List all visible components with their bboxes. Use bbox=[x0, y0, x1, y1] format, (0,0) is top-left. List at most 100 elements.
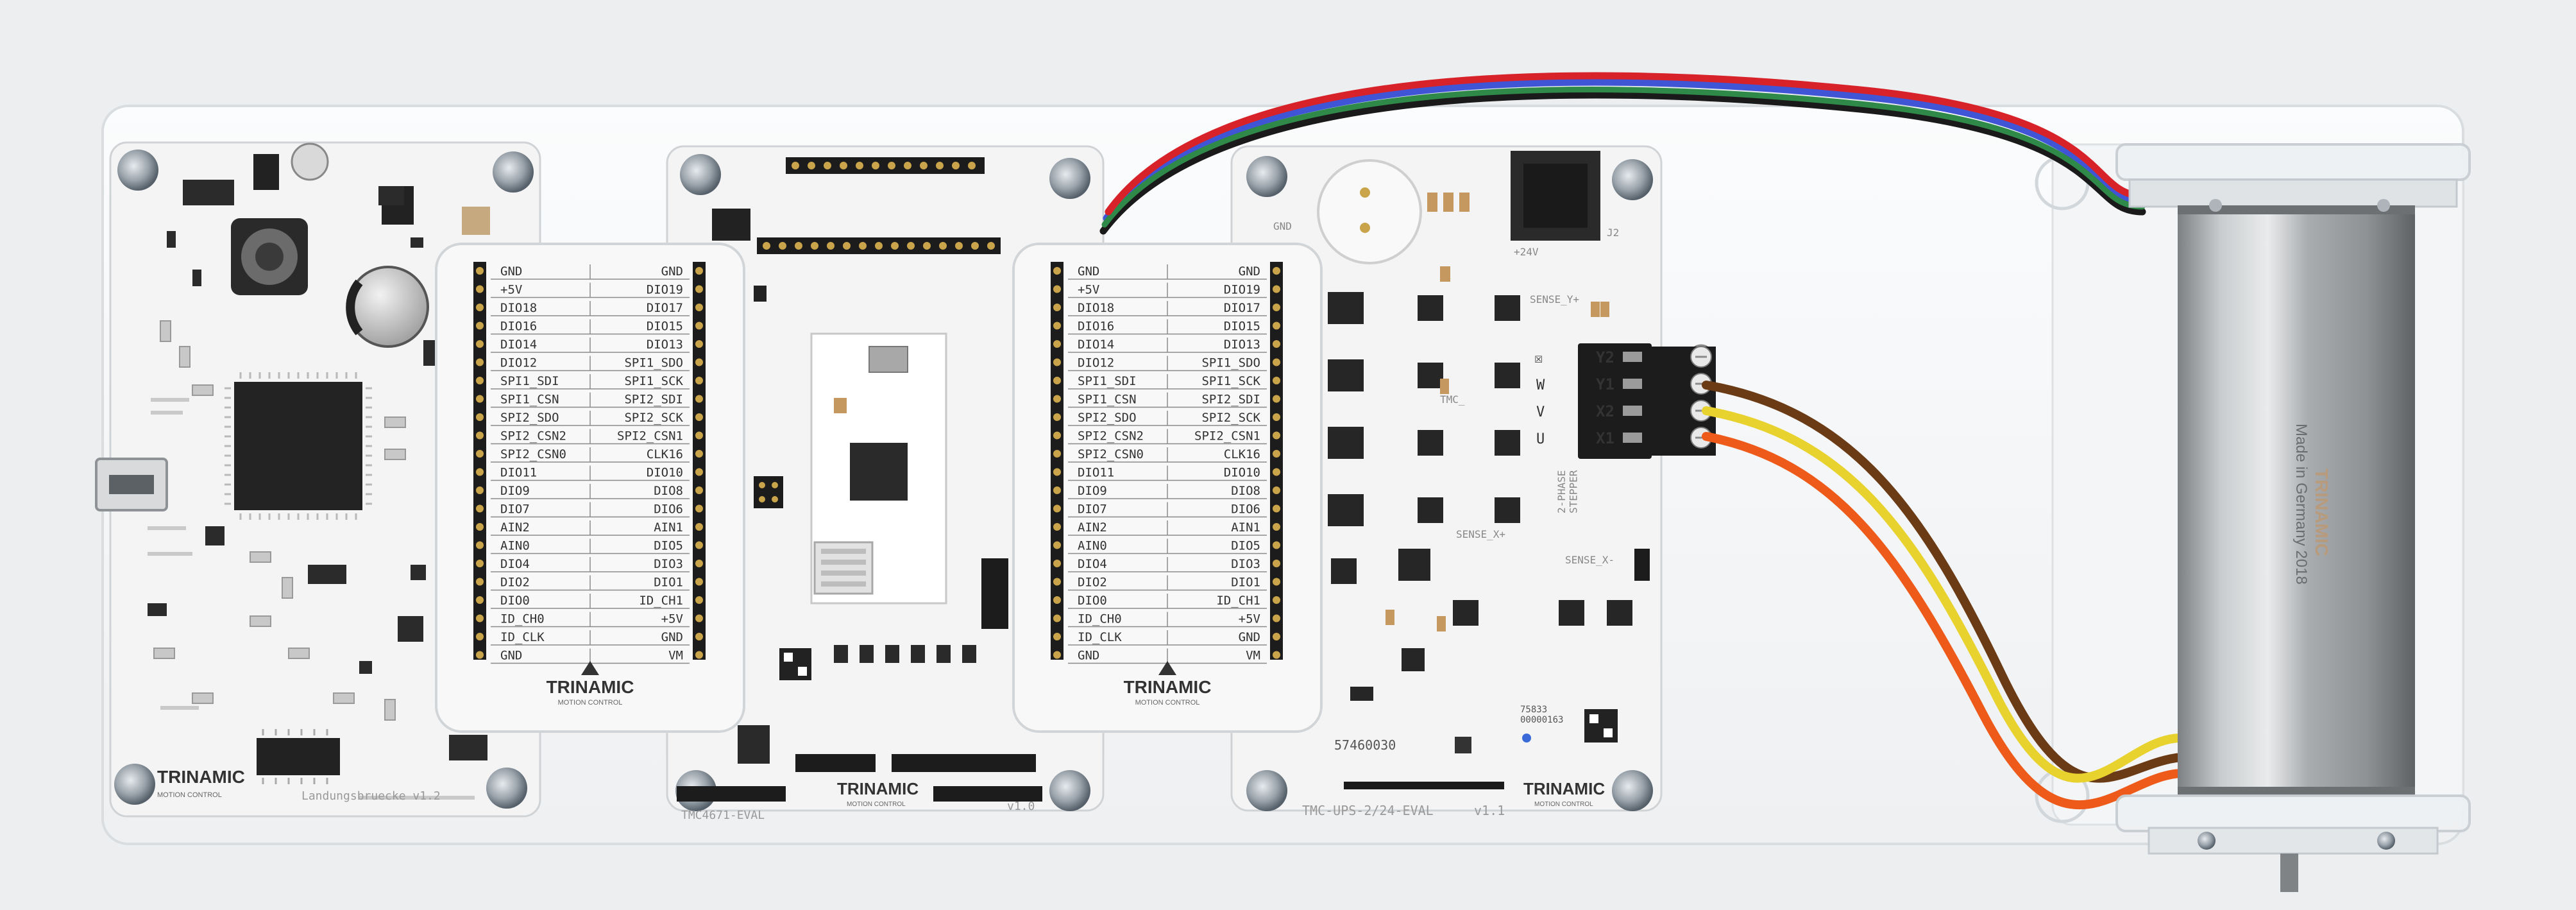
jumper bbox=[1634, 549, 1650, 581]
buzzer bbox=[1317, 159, 1422, 264]
adapter-pin-label-left: SPI2_SDO bbox=[500, 411, 559, 425]
adapter-pin-label-right: GND bbox=[1239, 264, 1260, 279]
header-pin bbox=[1053, 377, 1061, 384]
screw bbox=[1246, 770, 1287, 811]
header-pin bbox=[1273, 377, 1280, 384]
screw bbox=[1246, 156, 1287, 197]
adapter-pin-label-left: DIO12 bbox=[500, 356, 537, 370]
header-pin bbox=[1053, 560, 1061, 567]
adapter-pin-label-left: SPI2_CSN0 bbox=[500, 447, 566, 461]
adapter-pin-label-left: SPI1_SDI bbox=[500, 374, 559, 388]
adapter-pin-label-left: DIO14 bbox=[1078, 338, 1114, 352]
pin-header bbox=[892, 754, 1036, 772]
ups-sense-x2: SENSE_X- bbox=[1565, 554, 1614, 566]
header-pin bbox=[476, 560, 484, 567]
header-pin bbox=[1053, 486, 1061, 494]
header-pin bbox=[476, 504, 484, 513]
motor-label: TRINAMIC Made in Germany 2018 bbox=[2292, 424, 2332, 585]
encoder-cable-3wire bbox=[1702, 381, 2185, 810]
header-pin bbox=[695, 450, 703, 458]
adapter-brand-sub: MOTION CONTROL bbox=[558, 699, 623, 707]
adapter-pin-label-left: AIN2 bbox=[1078, 520, 1107, 535]
adapter-pin-label-right: DIO15 bbox=[1224, 320, 1260, 334]
adapter-pin-label-right: DIO10 bbox=[1224, 466, 1260, 480]
adapter-pin-label-right: DIO13 bbox=[647, 338, 683, 352]
header-pin bbox=[476, 614, 484, 622]
ups-tmc-label: TMC_ bbox=[1440, 393, 1465, 406]
adapter-pin-label-right: AIN1 bbox=[1231, 520, 1260, 535]
motor-label-made-in: Made in Germany 2018 bbox=[2292, 424, 2310, 585]
header-pin bbox=[476, 304, 484, 311]
adapter-pin-label-right: DIO1 bbox=[654, 576, 683, 590]
header-pin bbox=[1273, 541, 1280, 549]
header-pin bbox=[476, 340, 484, 348]
screw bbox=[117, 150, 158, 191]
adapter-pin-label-right: SPI2_CSN1 bbox=[617, 429, 683, 443]
adapter-pin-label-left: DIO18 bbox=[1078, 301, 1114, 315]
adapter-pin-label-right: VM bbox=[668, 649, 683, 663]
adapter-pin-label-right: DIO19 bbox=[647, 283, 683, 297]
header-pin bbox=[695, 560, 703, 567]
electrolytic-capacitor bbox=[347, 266, 429, 348]
adapter-pin-label-left: SPI2_SDO bbox=[1078, 411, 1137, 425]
adapter-brand: TRINAMIC bbox=[547, 677, 634, 697]
header-pin bbox=[1053, 431, 1061, 440]
terminal-pin-y1: Y1 bbox=[1596, 375, 1614, 393]
adapter-pin-label-right: ID_CH1 bbox=[639, 594, 683, 608]
header-pin bbox=[476, 267, 484, 275]
header-pin bbox=[1053, 413, 1061, 421]
qr-code bbox=[1584, 709, 1618, 743]
header-pin bbox=[1053, 614, 1061, 622]
screw bbox=[1612, 770, 1653, 811]
adapter-pin-label-right: SPI1_SDO bbox=[1201, 356, 1260, 370]
header-pin bbox=[476, 468, 484, 476]
header-pin bbox=[695, 322, 703, 330]
header-pin bbox=[695, 395, 703, 403]
adapter-pin-label-left: DIO7 bbox=[1078, 502, 1107, 517]
tmc4671-silk-version: v1.0 bbox=[1007, 800, 1035, 813]
header-pin bbox=[1053, 541, 1061, 549]
adapter-pin-label-right: AIN1 bbox=[654, 520, 683, 535]
header-pin bbox=[695, 633, 703, 640]
adapter-pin-label-left: DIO9 bbox=[500, 484, 530, 498]
header-pin bbox=[476, 633, 484, 640]
terminal-pin-y2: Y2 bbox=[1596, 348, 1614, 366]
qr-code bbox=[1455, 737, 1471, 753]
header-pin bbox=[476, 377, 484, 384]
adapter-pin-label-right: CLK16 bbox=[1224, 447, 1260, 461]
header-pin bbox=[476, 596, 484, 604]
header-pin bbox=[476, 541, 484, 549]
pin-header bbox=[795, 754, 876, 772]
header-pin bbox=[1273, 304, 1280, 311]
header-pin bbox=[695, 304, 703, 311]
header-pin bbox=[1273, 340, 1280, 348]
header-pin bbox=[1273, 596, 1280, 604]
ups-gnd-label: GND bbox=[1273, 220, 1292, 232]
adapter-pin-label-left: GND bbox=[1078, 264, 1099, 279]
header-pin bbox=[695, 413, 703, 421]
adapter-pin-label-right: DIO8 bbox=[1231, 484, 1260, 498]
header-pin bbox=[476, 431, 484, 440]
adapter-pin-label-left: DIO7 bbox=[500, 502, 530, 517]
header-pin bbox=[695, 267, 703, 275]
screw bbox=[486, 768, 527, 809]
terminal-letter-v: V bbox=[1536, 404, 1545, 420]
header-pin bbox=[1273, 267, 1280, 275]
header-pin bbox=[1273, 486, 1280, 494]
adapter-pin-label-left: +5V bbox=[500, 283, 522, 297]
header-pin bbox=[476, 285, 484, 293]
pin-header bbox=[786, 157, 985, 174]
adapter-pin-label-left: DIO0 bbox=[1078, 594, 1107, 608]
adapter-pin-label-right: GND bbox=[661, 264, 683, 279]
adapter-pin-label-left: ID_CH0 bbox=[500, 612, 545, 626]
ups-serial: 57460030 bbox=[1334, 737, 1396, 753]
ups-silk-version: v1.1 bbox=[1474, 803, 1505, 818]
header-pin bbox=[695, 486, 703, 494]
adapter-pin-label-right: DIO3 bbox=[654, 557, 683, 571]
adapter-pin-label-left: DIO9 bbox=[1078, 484, 1107, 498]
motor-shaft bbox=[2280, 854, 2298, 892]
header-pin bbox=[476, 413, 484, 421]
